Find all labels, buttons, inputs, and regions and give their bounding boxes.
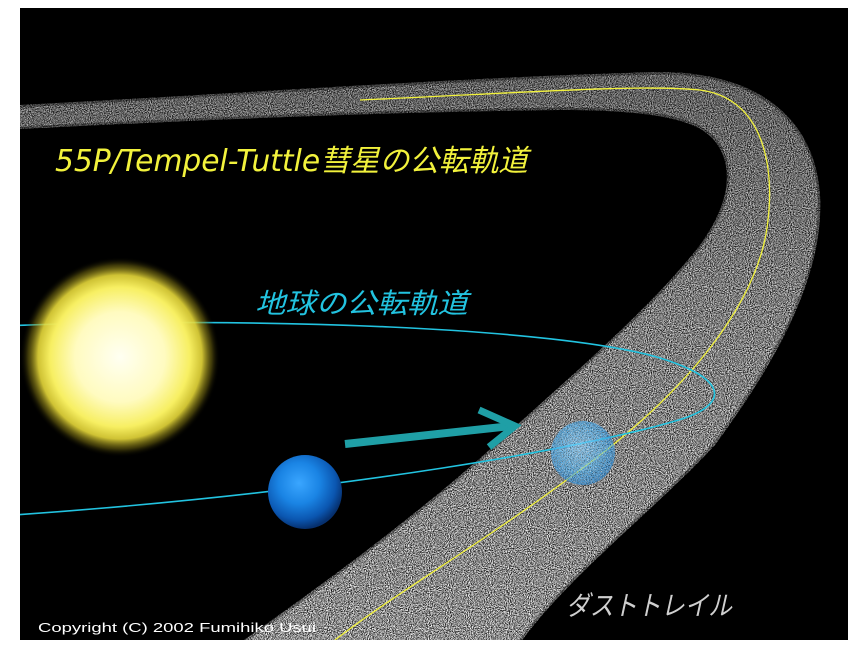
- scene: [20, 72, 820, 640]
- earth-at-trail-crossing: [551, 421, 615, 485]
- comet-orbit-label: 55P/Tempel-Tuttle彗星の公転軌道: [55, 144, 532, 179]
- earth-orbit-line: [20, 321, 716, 516]
- arrow-shaft: [344, 422, 512, 448]
- dust-trail-label: ダストトレイル: [566, 591, 733, 622]
- sun: [20, 257, 220, 457]
- copyright-text: Copyright (C) 2002 Fumihiko Usui: [38, 620, 316, 635]
- earth: [268, 455, 342, 529]
- comet-orbit-line: [334, 87, 771, 640]
- earth-orbit-label: 地球の公転軌道: [255, 287, 472, 320]
- earth-motion-arrow: [344, 406, 522, 450]
- arrow-head: [477, 406, 522, 450]
